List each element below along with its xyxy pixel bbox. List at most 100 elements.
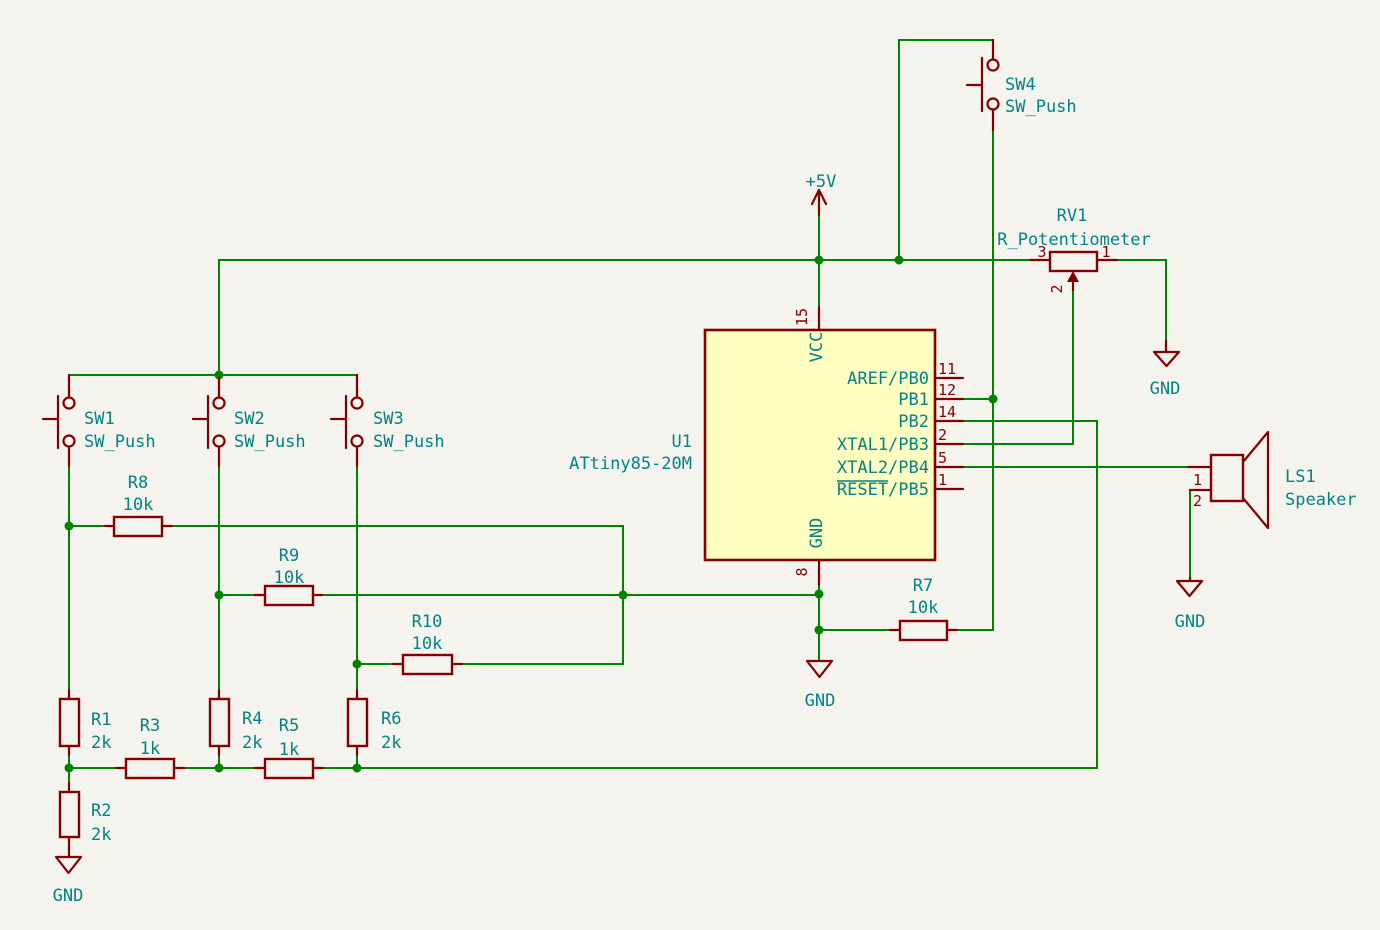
sw1-ref-label: SW1 <box>84 409 115 429</box>
component-rv1[interactable]: 3 1 2 RV1 R_Potentiometer <box>997 206 1151 294</box>
u1-pin-number-1: 1 <box>938 471 947 489</box>
gnd-label: GND <box>1175 612 1206 632</box>
r9-body <box>263 584 315 607</box>
junction-dot <box>352 763 362 773</box>
gnd-symbol-ic[interactable]: GND <box>805 659 836 711</box>
u1-pin-number-14: 14 <box>938 403 956 421</box>
sw3-terminal-icon <box>350 434 364 448</box>
junction-dot <box>814 255 824 265</box>
u1-pin-number-12: 12 <box>938 381 956 399</box>
ls1-ref-label: LS1 <box>1285 467 1316 487</box>
u1-gnd-pin-label: GND <box>807 518 827 549</box>
component-r9[interactable]: R9 10k <box>253 546 324 607</box>
r1-body <box>58 697 81 748</box>
sw2-terminal-icon <box>212 434 226 448</box>
r6-body <box>346 697 369 748</box>
r2-ref-label: R2 <box>91 801 111 821</box>
u1-ref-label: U1 <box>672 432 692 452</box>
junctions <box>64 255 998 773</box>
ls1-value-label: Speaker <box>1285 490 1357 510</box>
sw4-terminal-icon <box>986 97 1000 111</box>
junction-dot <box>214 370 224 380</box>
component-sw1[interactable]: SW1 SW_Push <box>41 373 156 468</box>
r3-ref-label: R3 <box>140 716 160 736</box>
u1-pin-number-2: 2 <box>938 426 947 444</box>
ls1-leads <box>1186 465 1213 492</box>
component-r4[interactable]: R4 2k <box>208 688 262 757</box>
r2-value-label: 2k <box>91 825 111 845</box>
r10-ref-label: R10 <box>412 612 443 632</box>
plus5v-arrow-icon <box>810 188 828 217</box>
wire-xtal1-wiper <box>962 289 1074 445</box>
sw1-value-label: SW_Push <box>84 432 156 452</box>
wire-rv1-gnd <box>1116 259 1167 342</box>
sw1-actuator-icon <box>41 373 71 468</box>
r1-ref-label: R1 <box>91 710 111 730</box>
sw2-ref-label: SW2 <box>234 409 265 429</box>
ls1-pin2-number: 2 <box>1193 492 1202 510</box>
u1-pin-label-pb2: PB2 <box>898 412 929 432</box>
r5-ref-label: R5 <box>279 716 299 736</box>
rv1-value-label: R_Potentiometer <box>997 230 1151 250</box>
sw1-terminal-icon <box>62 434 76 448</box>
u1-pin-label-reset-pb5: RESET/PB5 <box>837 480 929 500</box>
r4-body <box>208 697 231 748</box>
r4-ref-label: R4 <box>242 709 262 729</box>
component-sw4[interactable]: SW4 SW_Push <box>965 38 1077 132</box>
wire-sw4-branch <box>898 39 994 261</box>
component-sw2[interactable]: SW2 SW_Push <box>191 376 306 468</box>
power-flag-5v[interactable]: +5V <box>806 172 837 217</box>
r9-ref-label: R9 <box>279 546 299 566</box>
gnd-label: GND <box>53 886 84 906</box>
r10-body <box>401 653 454 676</box>
sw1-terminal-icon <box>62 396 76 410</box>
r5-value-label: 1k <box>279 740 299 760</box>
component-r10[interactable]: R10 10k <box>391 612 464 676</box>
junction-dot <box>64 521 74 531</box>
ls1-body <box>1209 453 1245 503</box>
sw3-terminal-icon <box>350 396 364 410</box>
component-r7[interactable]: R7 10k <box>888 576 959 642</box>
component-ls1[interactable]: 1 2 LS1 Speaker <box>1186 430 1357 530</box>
rv1-pin1-number: 1 <box>1101 243 1110 261</box>
gnd-icon <box>54 844 83 875</box>
sw3-actuator-icon <box>329 373 359 468</box>
r9-value-label: 10k <box>274 568 305 588</box>
rv1-ref-label: RV1 <box>1057 206 1088 226</box>
gnd-symbol-speaker[interactable]: GND <box>1175 576 1206 632</box>
r3-value-label: 1k <box>140 739 160 759</box>
rv1-body <box>1048 250 1099 273</box>
r6-ref-label: R6 <box>381 709 401 729</box>
component-u1[interactable]: 15 VCC 8 GND AREF/PB0 PB1 PB2 XTAL1/PB3 … <box>569 305 965 587</box>
component-r5[interactable]: R5 1k <box>253 716 325 780</box>
sw4-value-label: SW_Push <box>1005 97 1077 117</box>
component-r3[interactable]: R3 1k <box>114 716 186 780</box>
junction-dot <box>214 763 224 773</box>
sw2-value-label: SW_Push <box>234 432 306 452</box>
junction-dot <box>814 589 824 599</box>
rv1-pin2-number: 2 <box>1048 284 1066 293</box>
component-r8[interactable]: R8 10k <box>103 473 174 538</box>
component-r6[interactable]: R6 2k <box>346 688 401 757</box>
gnd-symbol-r2[interactable]: GND <box>53 844 84 906</box>
component-r1[interactable]: R1 2k <box>58 688 111 757</box>
r8-body <box>112 515 164 538</box>
component-r2[interactable]: R2 2k <box>58 781 111 848</box>
r4-value-label: 2k <box>242 733 262 753</box>
u1-pin-label-xtal2-pb4: XTAL2/PB4 <box>837 458 929 478</box>
ls1-pin1-number: 1 <box>1193 471 1202 489</box>
u1-pin8-number: 8 <box>793 567 811 576</box>
sw4-ref-label: SW4 <box>1005 75 1036 95</box>
r1-value-label: 2k <box>91 733 111 753</box>
u1-pin-number-11: 11 <box>938 360 956 378</box>
sw4-actuator-icon <box>965 38 995 132</box>
gnd-symbol-rv1[interactable]: GND <box>1150 339 1181 399</box>
junction-dot <box>64 763 74 773</box>
wire-bottom-bus-pb2 <box>68 420 1098 769</box>
gnd-icon <box>1175 576 1204 598</box>
r3-body <box>124 757 176 780</box>
component-sw3[interactable]: SW3 SW_Push <box>329 373 445 468</box>
u1-body <box>703 328 937 562</box>
junction-dot <box>214 590 224 600</box>
